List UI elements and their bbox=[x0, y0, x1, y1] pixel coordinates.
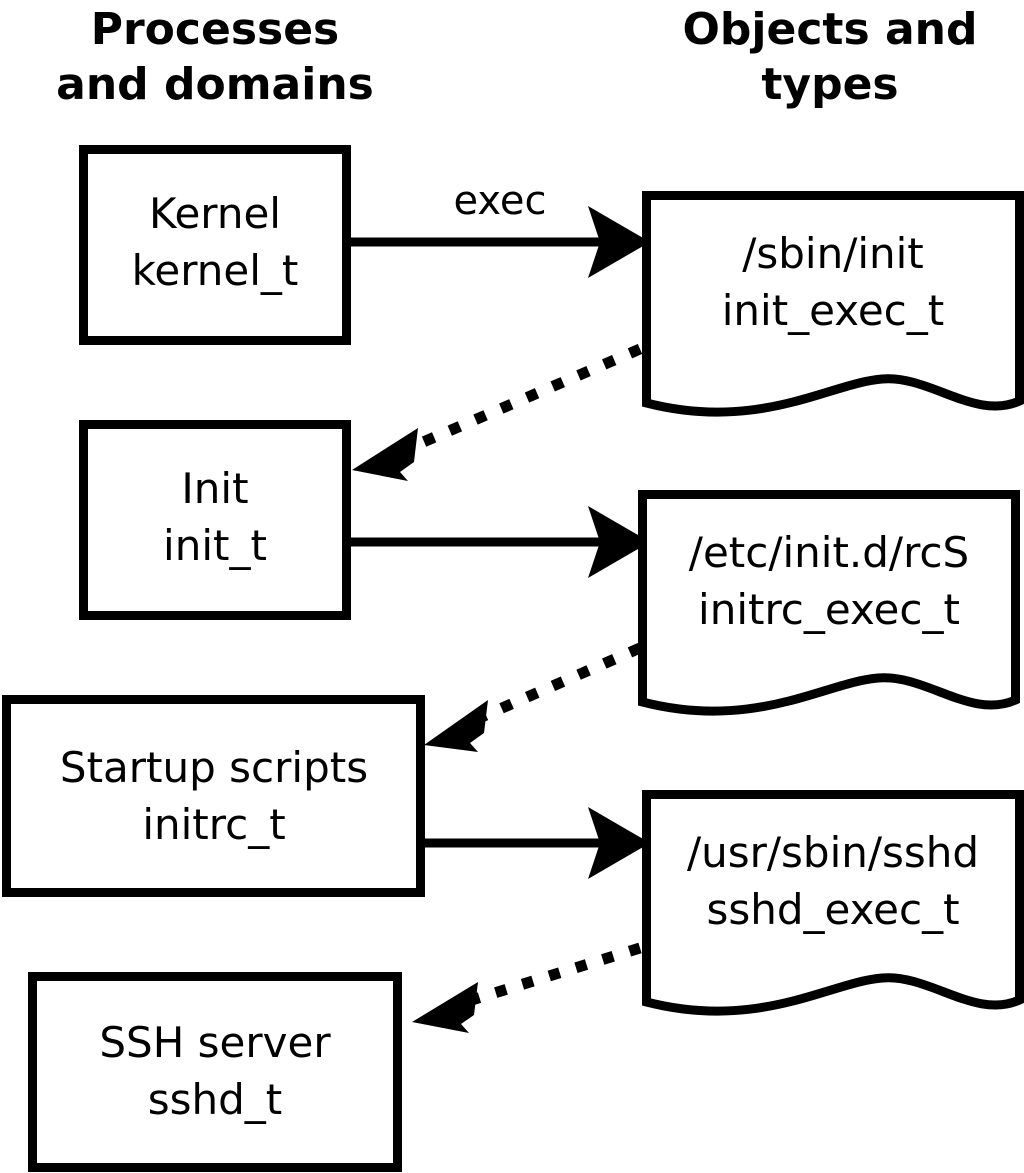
arrowhead bbox=[412, 982, 478, 1033]
process-node-kernel[interactable]: Kernel kernel_t bbox=[79, 145, 351, 345]
edge-initrc-exec-sshd_exec bbox=[425, 807, 650, 879]
object-node-sshd_exec-shape[interactable] bbox=[642, 790, 1024, 1016]
object-node-init_exec-label-line1: /sbin/init bbox=[742, 229, 924, 278]
process-node-sshd-label-line2: sshd_t bbox=[148, 1075, 283, 1124]
object-node-init_exec[interactable]: /sbin/init init_exec_t bbox=[642, 191, 1024, 417]
arrowhead bbox=[588, 206, 650, 278]
edge-label-exec: exec bbox=[454, 178, 547, 224]
edge-initrc_exec-transition-initrc bbox=[424, 642, 643, 752]
object-node-sshd_exec-label-line2: sshd_exec_t bbox=[706, 885, 959, 934]
process-node-init-label-line2: init_t bbox=[163, 521, 267, 570]
column-header-objects-line1: Objects and bbox=[683, 4, 978, 55]
object-node-sshd_exec-label-line1: /usr/sbin/sshd bbox=[687, 828, 979, 877]
column-header-objects-line2: types bbox=[761, 59, 898, 110]
process-node-initrc-box[interactable] bbox=[2, 695, 425, 897]
object-node-init_exec-label-line2: init_exec_t bbox=[722, 286, 945, 335]
arrowhead bbox=[588, 506, 650, 578]
process-node-initrc-label-line2: initrc_t bbox=[142, 800, 285, 849]
edge-sshd_exec-transition-sshd bbox=[412, 942, 642, 1033]
process-node-kernel-box[interactable] bbox=[79, 145, 351, 345]
edge-line bbox=[397, 343, 643, 458]
column-header-processes-line1: Processes bbox=[91, 4, 340, 55]
column-header-objects: Objects and types bbox=[683, 4, 978, 110]
process-node-initrc[interactable]: Startup scripts initrc_t bbox=[2, 695, 425, 897]
edge-line bbox=[467, 642, 643, 728]
arrowhead bbox=[424, 700, 488, 752]
process-node-sshd[interactable]: SSH server sshd_t bbox=[28, 972, 402, 1172]
process-node-kernel-label-line1: Kernel bbox=[149, 189, 281, 238]
edge-init-exec-initrc_exec bbox=[350, 506, 650, 578]
edge-init_exec-transition-init bbox=[352, 343, 643, 481]
process-node-init-box[interactable] bbox=[79, 420, 351, 620]
process-node-sshd-label-line1: SSH server bbox=[99, 1018, 331, 1067]
column-header-processes-line2: and domains bbox=[56, 59, 374, 110]
object-node-initrc_exec[interactable]: /etc/init.d/rcS initrc_exec_t bbox=[638, 490, 1020, 716]
process-node-init-label-line1: Init bbox=[181, 464, 248, 513]
arrowhead bbox=[352, 428, 418, 481]
object-node-initrc_exec-label-line2: initrc_exec_t bbox=[698, 585, 960, 634]
object-node-initrc_exec-label-line1: /etc/init.d/rcS bbox=[689, 528, 969, 577]
arrowhead bbox=[588, 807, 650, 879]
process-node-initrc-label-line1: Startup scripts bbox=[60, 743, 368, 792]
column-header-processes: Processes and domains bbox=[56, 4, 374, 110]
process-node-init[interactable]: Init init_t bbox=[79, 420, 351, 620]
object-node-init_exec-shape[interactable] bbox=[642, 191, 1024, 417]
edge-line bbox=[460, 942, 642, 1009]
object-node-initrc_exec-shape[interactable] bbox=[638, 490, 1020, 716]
process-node-sshd-box[interactable] bbox=[28, 972, 402, 1172]
edge-kernel-exec-init_exec: exec bbox=[350, 178, 650, 278]
process-node-kernel-label-line2: kernel_t bbox=[132, 246, 299, 295]
object-node-sshd_exec[interactable]: /usr/sbin/sshd sshd_exec_t bbox=[642, 790, 1024, 1016]
